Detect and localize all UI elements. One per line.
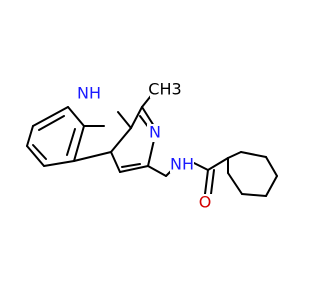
methyl-label: CH3 (148, 80, 181, 99)
chemical-structure: NH CH3 N NH O (26, 80, 278, 212)
benzene-ring (26, 106, 85, 167)
carbonyl-o-label: O (199, 193, 212, 212)
atom-label-indole-nh: NH (77, 84, 101, 103)
cyclohexane-ring (227, 151, 278, 197)
atom-label-methyl: CH3 (148, 80, 181, 99)
atom-label-carbonyl-o: O (197, 193, 213, 212)
pyridine-n-label: N (149, 123, 161, 142)
indole-nh-label: NH (77, 84, 101, 103)
pyrrole-ring (73, 111, 132, 162)
atom-label-amide-nh: NH (170, 155, 194, 174)
pyridine-ring (110, 106, 155, 173)
amide-nh-label: NH (170, 155, 194, 174)
atom-label-pyridine-n: N (147, 123, 163, 142)
